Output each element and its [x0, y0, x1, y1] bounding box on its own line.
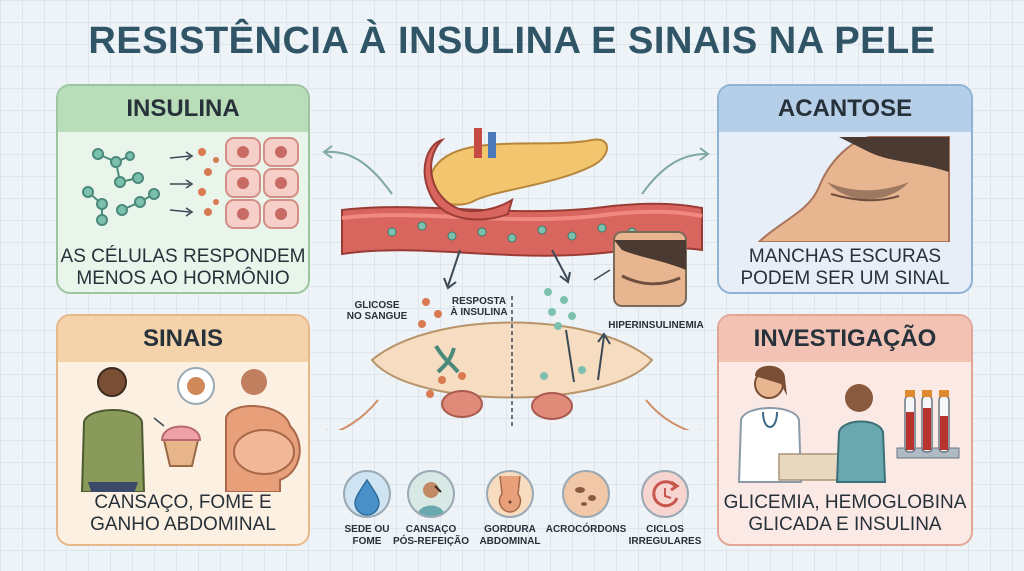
acantose-card: ACANTOSE MANCHAS ESCURAS PODEM SER UM SI…	[717, 84, 973, 294]
insulina-caption-line1: AS CÉLULAS RESPONDEM	[60, 246, 306, 267]
sinais-card: SINAIS CANSAÇO, FOME E GANHO ABDOMINAL	[56, 314, 310, 546]
acantose-caption-line1: MANCHAS ESCURAS	[748, 246, 942, 267]
resposta-label: RESPOSTA À INSULINA	[450, 296, 508, 318]
water-drop-icon	[343, 470, 391, 518]
pancreas-vessel-illustration	[322, 128, 710, 430]
tired-person-icon	[407, 470, 455, 518]
neck-acanthosis-illustration	[757, 136, 950, 242]
investigacao-caption-line2: GLICADA E INSULINA	[748, 514, 942, 535]
hiperinsulinemia-label: HIPERINSULINEMIA	[608, 320, 704, 331]
fatigue-hunger-illustration	[80, 367, 301, 492]
glicose-label: GLICOSE NO SANGUE	[346, 300, 408, 322]
skin-tag-icon	[562, 470, 610, 518]
cycle-icon	[641, 470, 689, 518]
acantose-caption-line2: PODEM SER UM SINAL	[740, 268, 950, 289]
sinais-heading: SINAIS	[58, 316, 308, 362]
investigacao-caption-line1: GLICEMIA, HEMOGLOBINA	[723, 492, 967, 513]
sinais-caption-line2: GANHO ABDOMINAL	[90, 514, 276, 535]
symptom-acrocordons: ACROCÓRDONS	[538, 470, 634, 536]
acantose-heading: ACANTOSE	[719, 86, 971, 132]
insulin-cells-illustration	[82, 137, 299, 229]
belly-icon	[486, 470, 534, 518]
doctor-consultation-illustration	[737, 365, 960, 483]
page-title: RESISTÊNCIA À INSULINA E SINAIS NA PELE	[88, 20, 936, 62]
insulina-caption-line2: MENOS AO HORMÔNIO	[76, 268, 290, 289]
investigacao-heading: INVESTIGAÇÃO	[719, 316, 971, 362]
investigacao-card: INVESTIGAÇÃO GLICEMIA, HEMOGLOBINA GLICA…	[717, 314, 973, 546]
insulina-heading: INSULINA	[58, 86, 308, 132]
insulina-card: INSULINA AS CÉLULAS RESPONDEM MENOS AO H…	[56, 84, 310, 294]
sinais-caption-line1: CANSAÇO, FOME E	[94, 492, 272, 513]
